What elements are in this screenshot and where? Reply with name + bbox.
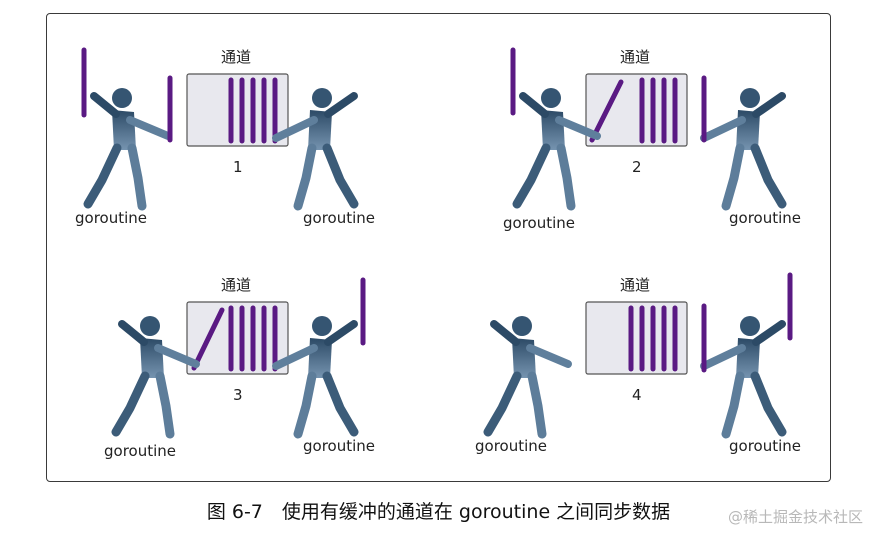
channel-label: 通道 [620, 276, 651, 294]
channel-box [585, 301, 688, 375]
channel-box [585, 73, 688, 147]
panel-2 [510, 47, 782, 206]
panel-1 [81, 47, 354, 206]
left-goroutine-label: goroutine [475, 437, 548, 455]
buffered-values [191, 305, 278, 372]
watermark: @稀土掘金技术社区 [727, 508, 863, 526]
figure-frame [46, 13, 831, 482]
left-goroutine-figure [116, 316, 196, 434]
step-number: 4 [632, 386, 642, 404]
buffered-values [228, 77, 278, 144]
step-number: 3 [233, 386, 243, 404]
value-bar-entering [191, 307, 225, 371]
buffered-values [628, 305, 678, 372]
left-goroutine-label: goroutine [75, 209, 148, 227]
left-goroutine-label: goroutine [503, 214, 576, 232]
value-bar-entering [589, 79, 624, 143]
figure-caption: 图 6-7 使用有缓冲的通道在 goroutine 之间同步数据 [206, 501, 671, 523]
step-number: 2 [632, 158, 642, 176]
left-goroutine-figure [88, 88, 168, 206]
channel-label: 通道 [620, 48, 651, 66]
panel-4 [488, 272, 793, 434]
channel-label: 通道 [221, 48, 252, 66]
left-goroutine-figure [488, 316, 568, 434]
right-goroutine-figure [704, 316, 782, 434]
buffered-values [589, 77, 678, 144]
panel-3 [116, 277, 366, 434]
step-number: 1 [233, 158, 243, 176]
right-goroutine-label: goroutine [729, 437, 802, 455]
left-goroutine-figure [517, 88, 597, 206]
right-goroutine-label: goroutine [303, 209, 376, 227]
right-goroutine-label: goroutine [729, 209, 802, 227]
left-goroutine-label: goroutine [104, 442, 177, 460]
right-goroutine-label: goroutine [303, 437, 376, 455]
right-goroutine-figure [704, 88, 782, 206]
channel-label: 通道 [221, 276, 252, 294]
